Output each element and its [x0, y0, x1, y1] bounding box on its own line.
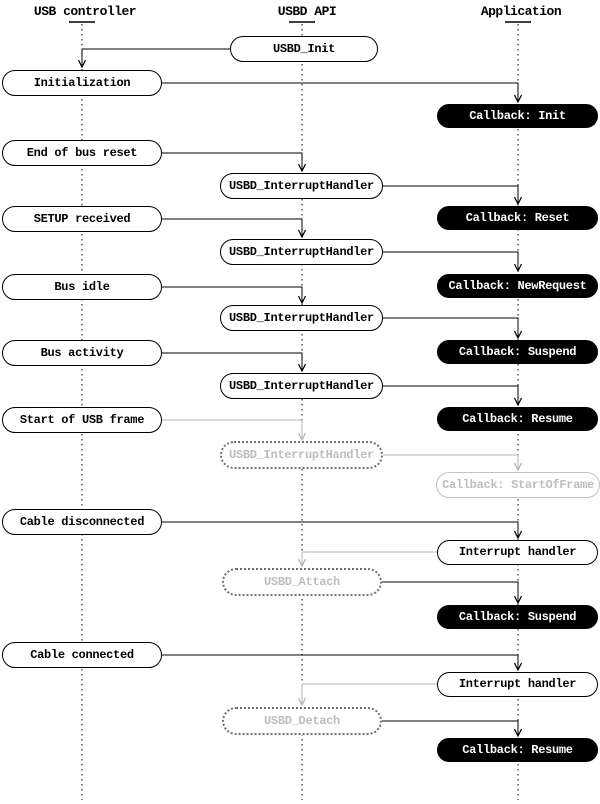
node-usbd-interrupt-handler-4: USBD_InterruptHandler [220, 373, 383, 399]
column-header-usb-controller: USB controller [33, 4, 137, 19]
node-usbd-detach: USBD_Detach [222, 707, 382, 735]
arrow-setup-received-to-handler [162, 218, 307, 239]
node-usbd-attach: USBD_Attach [222, 568, 382, 596]
arrow-initialization-to-callback-init [162, 82, 523, 104]
arrow-start-of-frame-to-handler-gray [162, 419, 307, 442]
arrow-end-of-bus-reset-to-handler [162, 152, 307, 173]
arrow-bus-idle-to-handler [162, 286, 307, 305]
arrow-usbd-detach-to-callback-resume [382, 720, 523, 738]
arrow-handler-to-callback-startofframe-gray [383, 454, 523, 472]
node-start-of-usb-frame: Start of USB frame [2, 407, 162, 433]
arrow-interrupt-handler-to-usbd-detach-gray [297, 683, 437, 707]
node-callback-reset: Callback: Reset [437, 206, 598, 230]
arrow-usbd-attach-to-callback-suspend [382, 581, 523, 605]
node-initialization: Initialization [2, 70, 162, 96]
node-usbd-interrupt-handler-1: USBD_InterruptHandler [220, 173, 383, 199]
node-callback-init: Callback: Init [437, 104, 598, 128]
arrow-usbd-init-to-initialization [77, 48, 230, 69]
node-usbd-interrupt-handler-3: USBD_InterruptHandler [220, 305, 383, 331]
node-cable-connected: Cable connected [2, 642, 162, 668]
node-bus-activity: Bus activity [2, 340, 162, 366]
node-usbd-init: USBD_Init [230, 36, 378, 62]
node-cable-disconnected: Cable disconnected [2, 509, 162, 535]
arrow-cable-connected-to-interrupt-handler [162, 654, 523, 672]
node-interrupt-handler-1: Interrupt handler [437, 540, 598, 565]
node-usbd-interrupt-handler-inactive: USBD_InterruptHandler [220, 441, 383, 469]
node-setup-received: SETUP received [2, 206, 162, 232]
column-header-application: Application [480, 4, 562, 19]
node-callback-newrequest: Callback: NewRequest [437, 274, 598, 298]
node-callback-suspend-1: Callback: Suspend [437, 340, 598, 364]
arrow-handler-to-callback-suspend [383, 317, 523, 340]
arrow-interrupt-handler-to-usbd-attach-gray [297, 551, 437, 568]
node-callback-resume-2: Callback: Resume [437, 738, 598, 762]
arrow-cable-disconnected-to-interrupt-handler [162, 521, 523, 540]
node-end-of-bus-reset: End of bus reset [2, 140, 162, 166]
node-callback-resume-1: Callback: Resume [437, 407, 598, 431]
node-bus-idle: Bus idle [2, 274, 162, 300]
column-header-usbd-api: USBD API [277, 4, 337, 19]
arrow-handler-to-callback-reset [383, 185, 523, 206]
node-callback-suspend-2: Callback: Suspend [437, 605, 598, 629]
arrow-handler-to-callback-resume [383, 385, 523, 407]
node-usbd-interrupt-handler-2: USBD_InterruptHandler [220, 239, 383, 265]
node-callback-startofframe: Callback: StartOfFrame [436, 472, 600, 498]
node-interrupt-handler-2: Interrupt handler [437, 672, 598, 697]
arrow-bus-activity-to-handler [162, 352, 307, 373]
arrow-handler-to-callback-newrequest [383, 251, 523, 273]
